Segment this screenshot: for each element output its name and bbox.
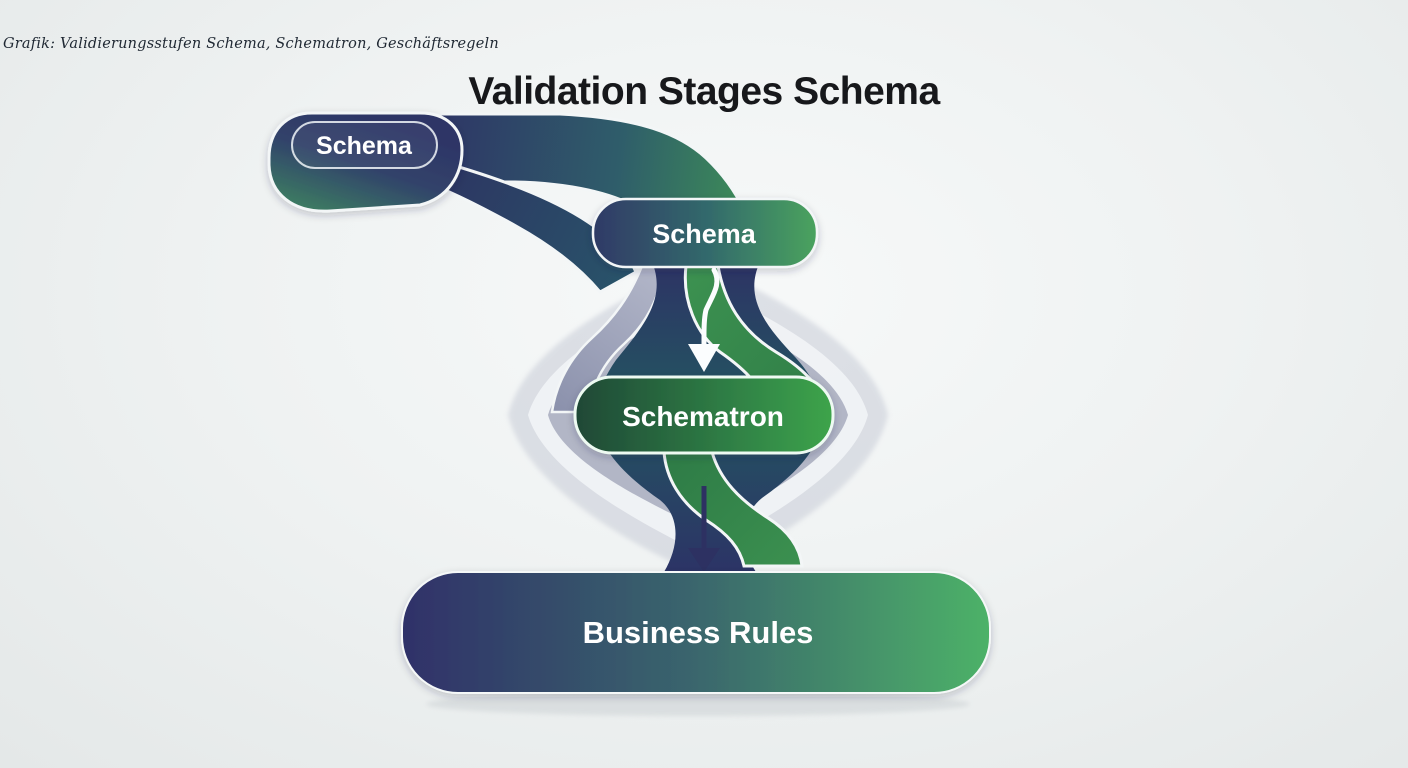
green-band-lower-right <box>662 450 804 568</box>
arrow-schematron-to-rules-head <box>688 548 720 572</box>
node-label-schematron: Schematron <box>622 401 784 432</box>
lavender-band-upper-left <box>550 264 666 414</box>
node-schema-source-outline <box>291 121 438 169</box>
node-label-business-rules: Business Rules <box>583 615 814 650</box>
arrow-schema-to-schematron-head <box>688 344 720 372</box>
image-caption: Grafik: Validierungsstufen Schema, Schem… <box>3 36 499 52</box>
ribbon-schema-bottom <box>418 156 638 294</box>
node-label-schema: Schema <box>652 219 757 249</box>
node-label-schema-source: Schema <box>316 132 413 160</box>
node-schema <box>591 197 819 269</box>
node-business-rules <box>401 571 991 694</box>
arrow-schema-to-schematron-line <box>701 267 720 347</box>
diagram-title: Validation Stages Schema <box>468 70 940 113</box>
node-schema-source <box>267 111 464 213</box>
node-schematron <box>573 375 835 455</box>
business-rules-shadow <box>426 692 970 716</box>
